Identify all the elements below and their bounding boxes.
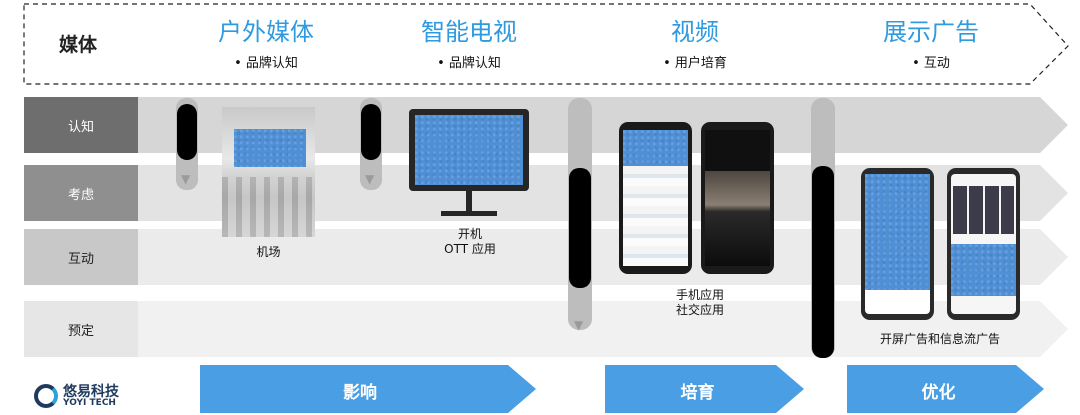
column-title-video: 视频 bbox=[671, 18, 719, 46]
phone-splash-ad bbox=[861, 168, 934, 320]
stage-optimize: 优化 bbox=[921, 383, 956, 403]
down-arrow-icon: ▼ bbox=[574, 318, 584, 332]
tv-base bbox=[441, 211, 497, 216]
flow-pill-4 bbox=[812, 166, 834, 358]
phone-short-video-content bbox=[705, 130, 770, 266]
column-sub-smart-tv: 品牌认知 bbox=[384, 52, 554, 71]
down-arrow-icon: ▼ bbox=[365, 172, 375, 186]
down-arrow-icon: ▼ bbox=[181, 172, 191, 186]
row-label-awareness: 认知 bbox=[24, 97, 138, 153]
tv-icon bbox=[409, 109, 529, 191]
column-sub-display: 互动 bbox=[846, 52, 1016, 71]
caption-display-ads: 开屏广告和信息流广告 bbox=[879, 332, 1000, 346]
caption-airport: 机场 bbox=[256, 245, 281, 259]
caption-tv-line2: OTT 应用 bbox=[444, 242, 496, 256]
flow-pill-3 bbox=[569, 168, 591, 288]
column-title-outdoor: 户外媒体 bbox=[218, 18, 314, 46]
phone-video-ad-screen bbox=[623, 130, 688, 166]
media-header-arrow bbox=[23, 3, 1069, 85]
phone-video-app bbox=[619, 122, 692, 274]
column-sub-outdoor: 品牌认知 bbox=[181, 52, 351, 71]
flow-pill-1 bbox=[177, 104, 197, 160]
stage-influence: 影响 bbox=[343, 383, 377, 403]
column-title-smart-tv: 智能电视 bbox=[421, 18, 517, 46]
tv-stand bbox=[466, 191, 472, 211]
column-sub-video: 用户培育 bbox=[610, 52, 780, 71]
caption-tv-line1: 开机 bbox=[457, 227, 482, 241]
row-label-interaction: 互动 bbox=[24, 229, 138, 285]
media-header-label: 媒体 bbox=[58, 34, 97, 56]
logo-icon bbox=[34, 384, 58, 408]
logo-name-cn: 悠易科技 bbox=[63, 384, 119, 400]
row-label-booking: 预定 bbox=[24, 301, 138, 357]
logo-name-en: YOYI TECH bbox=[63, 398, 116, 408]
feed-ad-screen bbox=[951, 244, 1016, 296]
feed-thumbnails bbox=[953, 186, 1014, 234]
splash-ad-screen bbox=[865, 174, 930, 290]
phone-social-app bbox=[701, 122, 774, 274]
airport-photo bbox=[222, 107, 315, 237]
caption-video-line1: 手机应用 bbox=[675, 288, 724, 302]
caption-video-line2: 社交应用 bbox=[675, 303, 724, 317]
phone-feed-content bbox=[623, 166, 688, 266]
column-title-display: 展示广告 bbox=[883, 18, 979, 46]
phone-feed-ad bbox=[947, 168, 1020, 320]
row-label-consideration: 考虑 bbox=[24, 165, 138, 221]
stage-nurture: 培育 bbox=[680, 383, 715, 403]
airport-billboard-screen bbox=[234, 129, 306, 167]
tv-screen bbox=[415, 115, 523, 185]
flow-pill-2 bbox=[361, 104, 381, 160]
